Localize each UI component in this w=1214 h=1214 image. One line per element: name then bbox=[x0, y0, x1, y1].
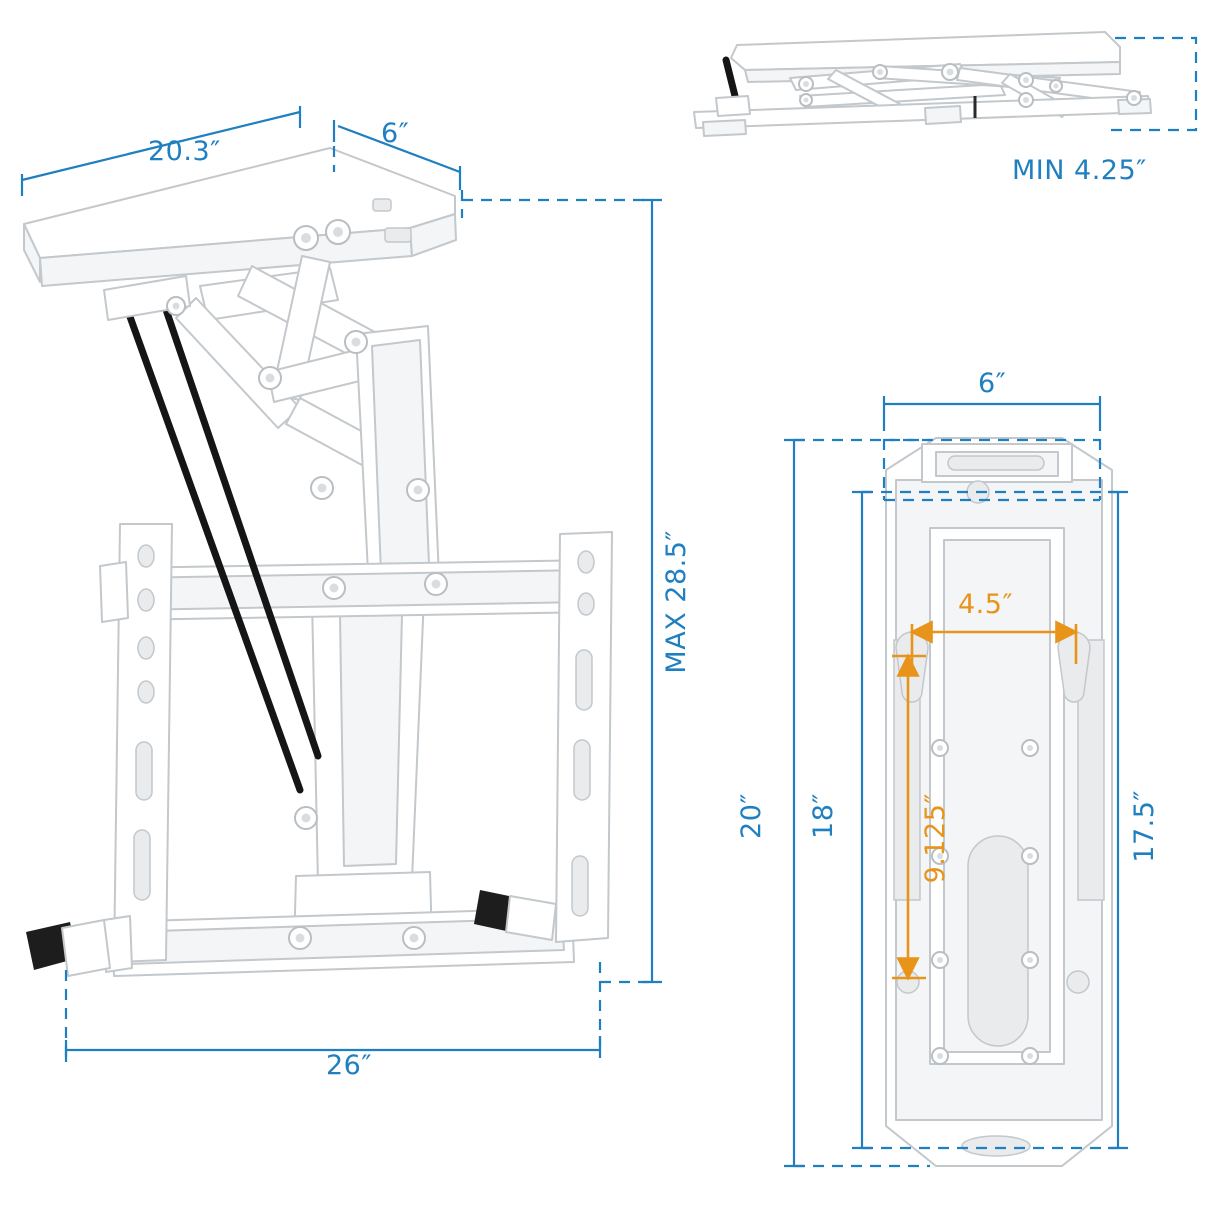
dimension-label-9-125: 9.125″ bbox=[920, 793, 951, 884]
view-side-collapsed-art bbox=[693, 31, 1198, 137]
dimension-label-17-5: 17.5″ bbox=[1129, 790, 1160, 863]
dimension-label-20-3: 20.3″ bbox=[148, 136, 221, 167]
dimension-label-4-5: 4.5″ bbox=[958, 589, 1014, 620]
view-bottom-art bbox=[784, 396, 1128, 1168]
dimension-label-6-plate: 6″ bbox=[978, 368, 1007, 399]
dimension-label-max-28-5: MAX 28.5″ bbox=[661, 530, 692, 674]
dimension-label-26: 26″ bbox=[326, 1050, 372, 1081]
dimension-label-min-4-25: MIN 4.25″ bbox=[1012, 155, 1147, 186]
dimension-label-18: 18″ bbox=[808, 793, 839, 839]
view-side-extended-art bbox=[20, 106, 662, 1062]
dimension-label-20: 20″ bbox=[736, 793, 767, 839]
dimension-label-6-top: 6″ bbox=[381, 118, 410, 149]
